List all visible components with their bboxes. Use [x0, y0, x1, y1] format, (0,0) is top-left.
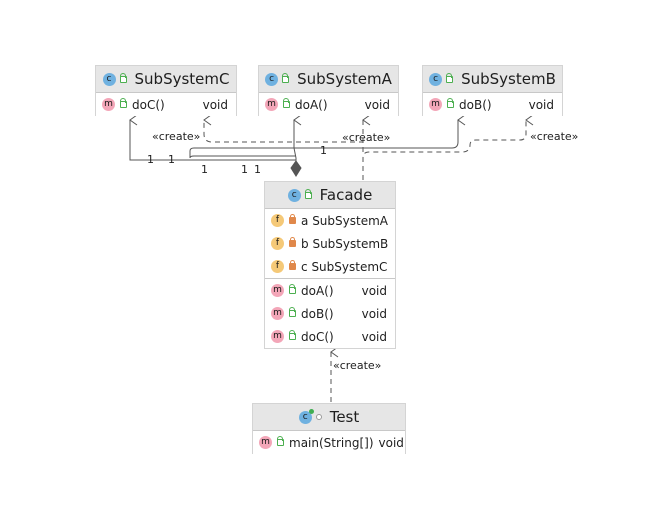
class-subsystemb[interactable]: c SubSystemB m doB() void: [422, 65, 563, 116]
dependency-label: «create»: [333, 359, 382, 372]
method-row[interactable]: m doB() void: [265, 302, 395, 325]
class-name: SubSystemB: [461, 70, 556, 88]
method-row[interactable]: m doC() void: [265, 325, 395, 348]
public-visibility-icon: [282, 72, 290, 83]
method-name: doC(): [301, 329, 334, 344]
method-row[interactable]: m doC() void: [96, 93, 236, 116]
multiplicity-label: 1: [241, 163, 248, 176]
method-name: doB(): [459, 97, 492, 112]
method-name: main(String[]): [289, 435, 374, 450]
public-visibility-icon: [446, 72, 454, 83]
method-return-type: void: [361, 283, 387, 298]
class-icon: c: [102, 72, 116, 86]
private-lock-icon: [289, 237, 296, 247]
field-name: a SubSystemA: [301, 214, 388, 228]
public-visibility-icon: [277, 436, 284, 446]
dependency-facade-subsystemc: [203, 114, 364, 152]
class-subsystema[interactable]: c SubSystemA m doA() void: [258, 65, 399, 116]
multiplicity-label: 1: [201, 163, 208, 176]
field-name-text: b: [301, 236, 309, 251]
class-header: c SubSystemB: [423, 65, 562, 93]
class-name: Test: [329, 408, 360, 426]
multiplicity-label: 1: [254, 163, 261, 176]
method-name: doB(): [301, 306, 334, 321]
method-row[interactable]: m doA() void: [265, 279, 395, 302]
method-return-type: void: [528, 97, 554, 112]
class-icon: c: [429, 72, 443, 86]
public-visibility-icon: [289, 284, 296, 294]
field-icon: f: [271, 260, 284, 273]
public-visibility-icon: [289, 307, 296, 317]
public-visibility-icon: [289, 330, 296, 340]
method-return-type: void: [364, 97, 390, 112]
field-icon: f: [271, 237, 284, 250]
public-visibility-icon: [120, 98, 127, 108]
method-icon: m: [259, 436, 272, 449]
field-type: SubSystemB: [312, 236, 389, 251]
dependency-facade-subsystemb: [362, 114, 534, 180]
class-icon: c: [287, 188, 301, 202]
class-name: Facade: [319, 186, 373, 204]
class-header: c SubSystemA: [259, 65, 398, 93]
section-divider: [265, 278, 395, 279]
field-row[interactable]: f b SubSystemB: [265, 232, 395, 255]
private-lock-icon: [289, 260, 296, 270]
multiplicity-label: 1: [168, 153, 175, 166]
field-row[interactable]: f c SubSystemC: [265, 255, 395, 278]
composition-diamond: [290, 160, 302, 177]
method-row[interactable]: m doB() void: [423, 93, 562, 116]
field-name-text: a: [301, 213, 309, 228]
public-visibility-icon: [304, 188, 312, 199]
method-return-type: void: [378, 435, 404, 450]
public-visibility-icon: [447, 98, 454, 108]
method-row[interactable]: m main(String[]) void: [253, 431, 405, 454]
method-icon: m: [265, 98, 278, 111]
method-icon: m: [102, 98, 115, 111]
method-icon: m: [429, 98, 442, 111]
class-icon: c: [265, 72, 279, 86]
class-name: SubSystemA: [297, 70, 392, 88]
dependency-label: «create»: [342, 131, 391, 144]
dependency-label: «create»: [152, 130, 201, 143]
class-facade[interactable]: c Facade f a SubSystemA f b SubSystemB f…: [264, 181, 396, 349]
method-name: doA(): [301, 283, 334, 298]
association-facade-subsystemc: [129, 114, 297, 170]
class-name: SubSystemC: [134, 70, 230, 88]
method-name: doA(): [295, 97, 328, 112]
method-return-type: void: [361, 306, 387, 321]
field-type: SubSystemA: [312, 213, 388, 228]
dependency-label: «create»: [530, 130, 579, 143]
class-header: c Test: [253, 403, 405, 431]
field-row[interactable]: f a SubSystemA: [265, 209, 395, 232]
class-header: c SubSystemC: [96, 65, 236, 93]
public-visibility-icon: [283, 98, 290, 108]
public-visibility-icon: [119, 72, 127, 83]
method-icon: m: [271, 330, 284, 343]
method-row[interactable]: m doA() void: [259, 93, 398, 116]
association-facade-subsystema: [293, 114, 302, 166]
multiplicity-label: 1: [320, 144, 327, 157]
private-lock-icon: [289, 214, 296, 224]
multiplicity-label: 1: [147, 153, 154, 166]
method-return-type: void: [202, 97, 228, 112]
field-type: SubSystemC: [311, 259, 388, 274]
field-name-text: c: [301, 259, 308, 274]
package-visibility-icon: [315, 414, 322, 420]
class-test[interactable]: c Test m main(String[]) void: [252, 403, 406, 454]
field-icon: f: [271, 214, 284, 227]
association-facade-subsystemb: [189, 114, 466, 158]
field-name: c SubSystemC: [301, 260, 387, 274]
method-icon: m: [271, 284, 284, 297]
class-subsystemc[interactable]: c SubSystemC m doC() void: [95, 65, 237, 116]
field-name: b SubSystemB: [301, 237, 388, 251]
runnable-class-icon: c: [298, 408, 314, 424]
method-icon: m: [271, 307, 284, 320]
class-header: c Facade: [265, 181, 395, 209]
method-return-type: void: [361, 329, 387, 344]
method-name: doC(): [132, 97, 165, 112]
